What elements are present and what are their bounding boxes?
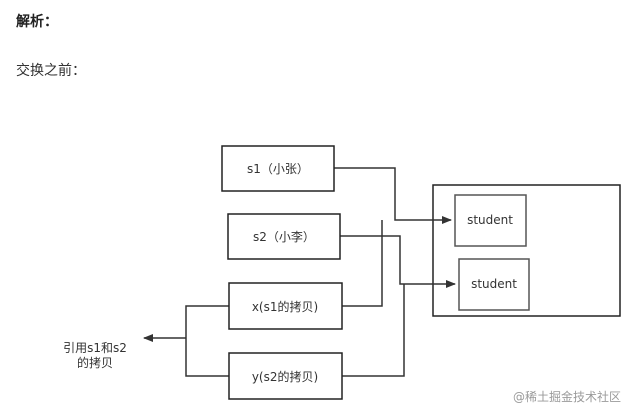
watermark: @稀土掘金技术社区	[512, 390, 621, 404]
x-to-student-connector	[342, 220, 383, 307]
copies-bracket	[185, 305, 229, 377]
s1-node: s1（小张）	[221, 145, 335, 192]
annotation-line-1: 引用s1和s2	[63, 341, 127, 355]
s1-label: s1（小张）	[247, 162, 309, 176]
x-node: x(s1的拷贝)	[228, 282, 343, 330]
s2-to-student-connector	[340, 235, 456, 288]
s1-to-student-connector	[334, 167, 452, 224]
student-label-1: student	[467, 213, 513, 227]
s2-node: s2（小李）	[227, 213, 341, 260]
y-to-student-connector	[342, 284, 405, 377]
s2-label: s2（小李）	[253, 229, 315, 244]
student-label-2: student	[471, 277, 517, 291]
x-label: x(s1的拷贝)	[252, 299, 318, 314]
y-label: y(s2的拷贝)	[252, 369, 318, 384]
heap-container	[432, 184, 621, 317]
analysis-heading: 解析：	[16, 14, 58, 30]
student-object-1: student	[454, 194, 527, 247]
annotation-line-2: 的拷贝	[77, 355, 113, 370]
y-node: y(s2的拷贝)	[228, 352, 343, 400]
before-swap-label: 交换之前：	[16, 63, 86, 79]
student-object-2: student	[458, 258, 530, 311]
